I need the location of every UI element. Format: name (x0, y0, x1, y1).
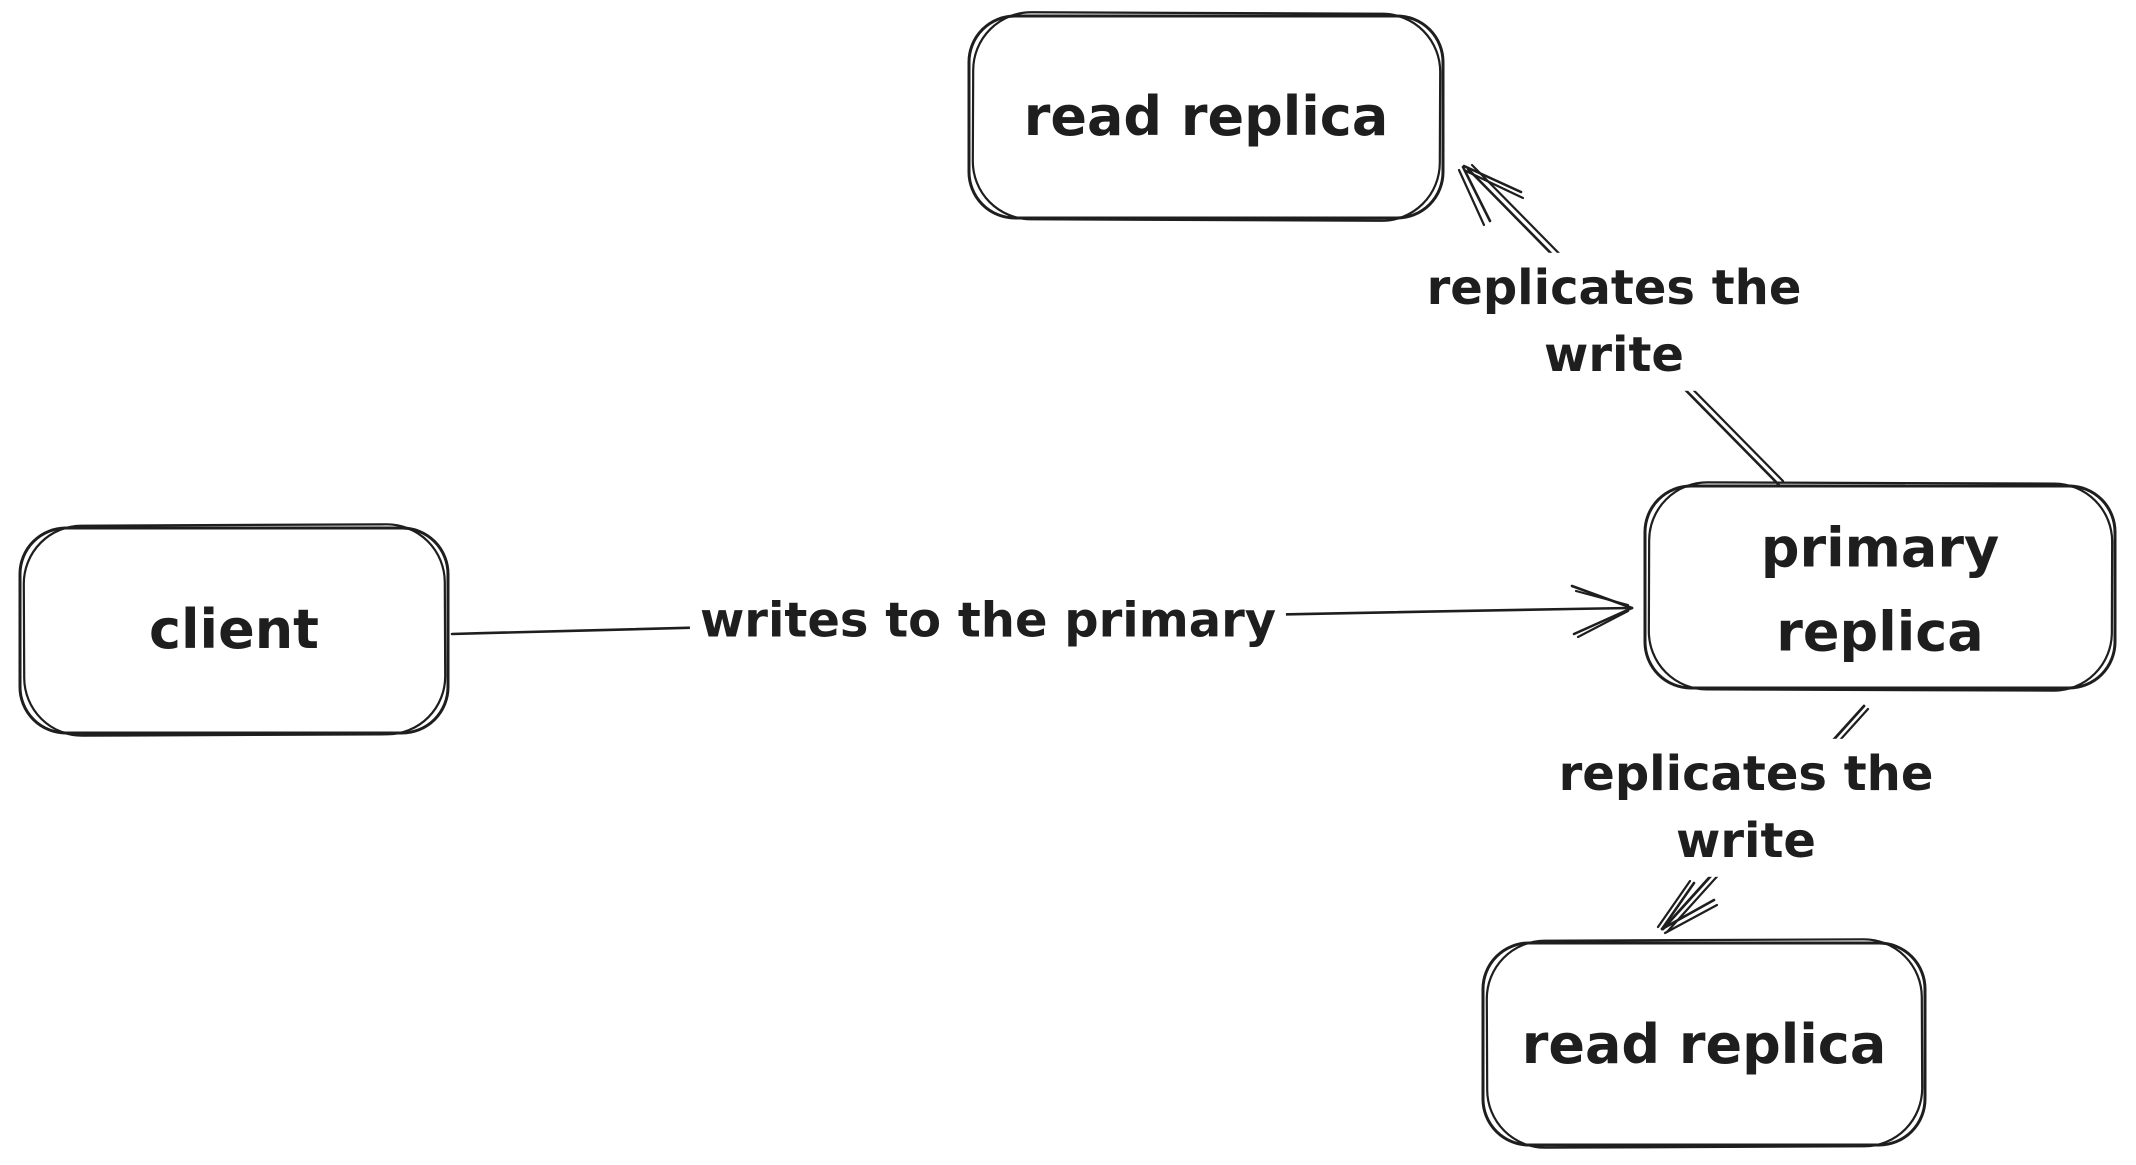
node-box-read-replica-bottom (1481, 938, 1927, 1149)
node-label-read-replica-top: read replica (1023, 85, 1389, 149)
arrow-head (1457, 168, 1486, 227)
arrow-head (1576, 609, 1630, 639)
arrow-head (1574, 589, 1630, 607)
node-label-primary-replica: primary replica (1760, 516, 2018, 663)
box-outline-sketch (1647, 481, 2114, 692)
node-label-read-replica-bottom: read replica (1521, 1013, 1887, 1077)
node-box-client (18, 523, 450, 737)
arrow-head (1660, 898, 1716, 931)
box-outline-sketch (1485, 938, 1924, 1149)
box-outline (1643, 484, 2117, 690)
node-box-primary-replica (1643, 481, 2117, 692)
edge-label-replicates-the-write-bottom: replicates the write (1516, 738, 1976, 878)
arrow-head (1462, 164, 1523, 194)
box-outline (967, 14, 1445, 220)
edge-label-writes-to-the-primary: writes to the primary (689, 585, 1287, 657)
node-label-client: client (149, 598, 319, 662)
node-box-read-replica-top (967, 11, 1445, 222)
arrow-head (1663, 903, 1719, 935)
box-outline (18, 526, 450, 735)
arrow-head (1656, 879, 1692, 929)
box-outline-sketch (22, 523, 447, 737)
arrow-head (1461, 165, 1492, 223)
box-outline-sketch (971, 11, 1442, 222)
arrow-head (1464, 169, 1525, 200)
edge-label-replicates-the-write-top: replicates the write (1384, 252, 1844, 392)
arrow-head (1572, 606, 1634, 636)
arrow-head (1660, 881, 1696, 931)
box-outline (1481, 941, 1927, 1147)
